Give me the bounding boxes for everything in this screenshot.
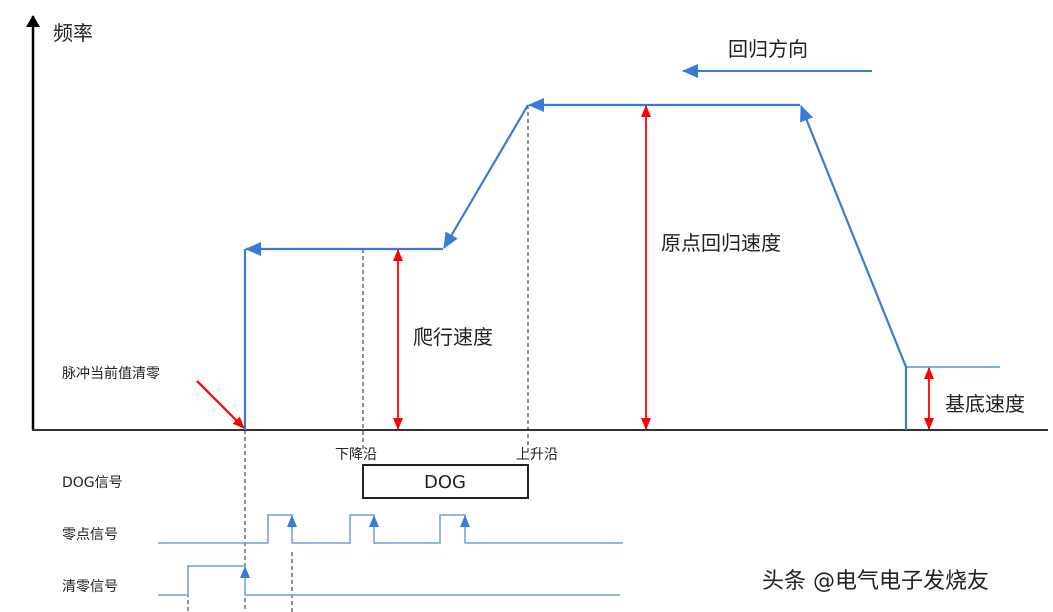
zero-signal-trace bbox=[158, 514, 623, 544]
clear-signal-trace bbox=[158, 565, 620, 596]
return-speed-label: 原点回归速度 bbox=[661, 231, 781, 255]
clear-signal-label: 清零信号 bbox=[62, 579, 118, 595]
guide-lines bbox=[187, 105, 529, 612]
speed-dimensions bbox=[196, 105, 934, 430]
zero-signal-edge-markers bbox=[287, 515, 470, 527]
dog-signal-label: DOG信号 bbox=[62, 475, 123, 491]
base-speed-label: 基底速度 bbox=[945, 392, 1025, 416]
zero-signal-label: 零点信号 bbox=[62, 527, 118, 543]
clear-signal-edge-marker bbox=[240, 566, 250, 578]
creep-speed-label: 爬行速度 bbox=[413, 325, 493, 349]
rising-edge-label: 上升沿 bbox=[516, 447, 558, 463]
speed-profile bbox=[243, 98, 1000, 430]
falling-edge-label: 下降沿 bbox=[335, 447, 377, 463]
return-direction-label: 回归方向 bbox=[728, 37, 808, 61]
dog-box-label: DOG bbox=[424, 472, 466, 493]
pulse-clear-label: 脉冲当前值清零 bbox=[62, 365, 160, 382]
watermark: 头条 @电气电子发烧友 bbox=[762, 569, 989, 594]
y-axis-label: 频率 bbox=[53, 21, 93, 45]
dog-box bbox=[362, 464, 529, 499]
